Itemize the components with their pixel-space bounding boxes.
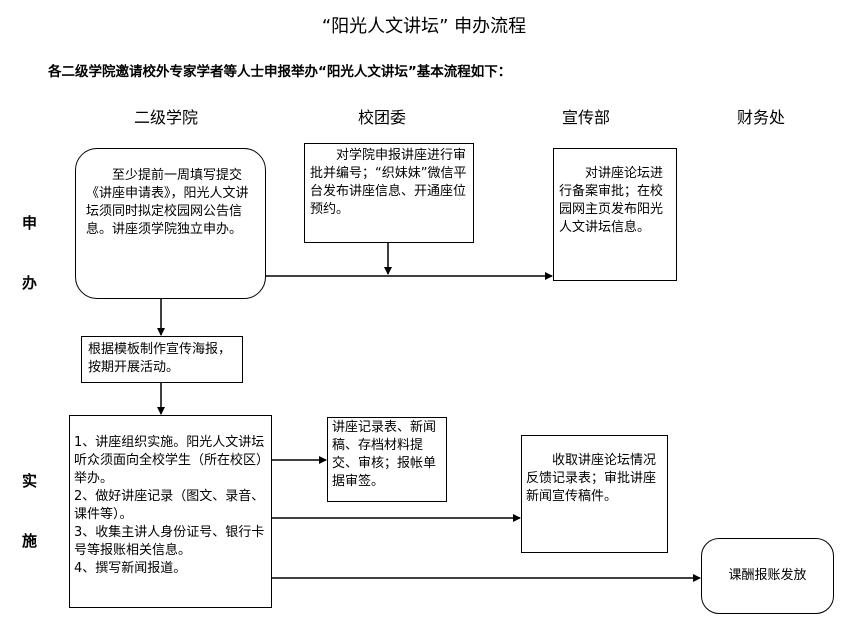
college-apply-box: 至少提前一周填写提交《讲座申请表》，阳光人文讲坛须同时拟定校园网公告信息。讲座须… (75, 148, 266, 299)
column-header-finance: 财务处 (737, 108, 786, 127)
finance-pay-text: 课酬报账发放 (728, 568, 807, 583)
page-subtitle: 各二级学院邀请校外专家学者等人士申报举办“阳光人文讲坛”基本流程如下： (48, 64, 512, 80)
league-submit-box: 讲座记录表、新闻稿、存档材料提交、审核；报帐单据审签。 (327, 417, 447, 502)
publicity-collect-text: 收取讲座论坛情况反馈记录表；审批讲座新闻宣传稿件。 (526, 453, 657, 504)
league-review-text: 对学院申报讲座进行审批并编号；“织妹妹”微信平台发布讲座信息、开通座位预约。 (310, 148, 467, 217)
college-implement-box: 1、讲座组织实施。阳光人文讲坛听众须面向全校学生（所在校区）举办。 2、做好讲座… (69, 415, 272, 608)
row-label-implement-1: 实 (22, 472, 38, 490)
college-apply-text: 至少提前一周填写提交《讲座申请表》，阳光人文讲坛须同时拟定校园网公告信息。讲座须… (86, 168, 249, 237)
league-review-box: 对学院申报讲座进行审批并编号；“织妹妹”微信平台发布讲座信息、开通座位预约。 (304, 143, 474, 243)
publicity-review-text: 对讲座论坛进行备案审批；在校园网主页发布阳光人文讲坛信息。 (559, 166, 664, 235)
row-label-apply-2: 办 (22, 274, 38, 292)
row-label-apply-1: 申 (22, 214, 38, 232)
poster-text: 根据模板制作宣传海报，按期开展活动。 (88, 342, 232, 375)
publicity-review-box: 对讲座论坛进行备案审批；在校园网主页发布阳光人文讲坛信息。 (553, 148, 677, 281)
column-header-college: 二级学院 (134, 108, 199, 127)
college-implement-text: 1、讲座组织实施。阳光人文讲坛听众须面向全校学生（所在校区）举办。 2、做好讲座… (74, 435, 265, 576)
column-header-publicity: 宣传部 (562, 108, 611, 127)
poster-box: 根据模板制作宣传海报，按期开展活动。 (81, 336, 243, 383)
league-submit-text: 讲座记录表、新闻稿、存档材料提交、审核；报帐单据审签。 (332, 420, 437, 489)
column-header-youth-league: 校团委 (358, 108, 407, 127)
row-label-implement-2: 施 (22, 532, 38, 550)
publicity-collect-box: 收取讲座论坛情况反馈记录表；审批讲座新闻宣传稿件。 (521, 435, 668, 553)
finance-pay-box: 课酬报账发放 (701, 538, 834, 614)
page-title: “阳光人文讲坛” 申办流程 (321, 16, 527, 37)
